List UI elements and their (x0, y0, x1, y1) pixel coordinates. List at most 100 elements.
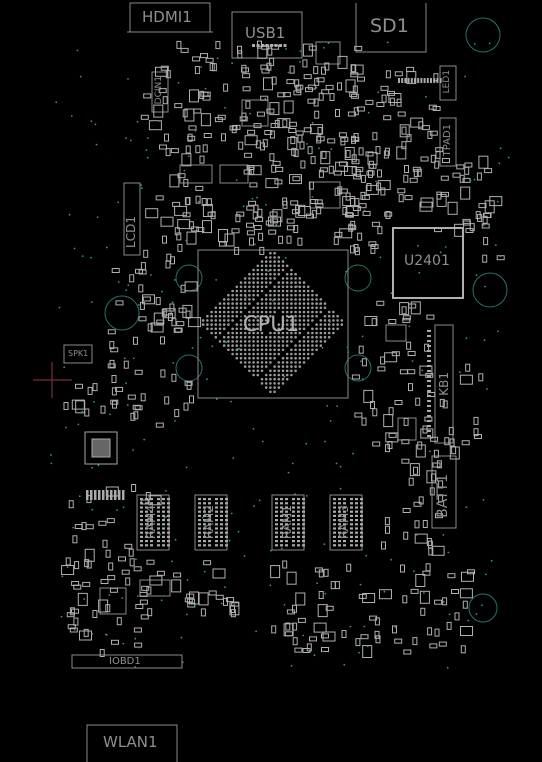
via (55, 101, 58, 104)
cpu-ball (294, 314, 297, 318)
passive-part (156, 570, 165, 576)
passive-part (339, 228, 353, 239)
cpu-corner-hole (344, 264, 372, 292)
dcin-label: DCIN1 (154, 76, 164, 105)
cpu-ball (252, 289, 255, 293)
passive-part (334, 231, 343, 237)
cpu-ball (302, 352, 306, 356)
passive-part (415, 574, 426, 587)
passive-part (309, 636, 317, 642)
cpu-ball (298, 302, 302, 305)
passive-part (249, 166, 255, 175)
pin (417, 78, 420, 83)
cpu-ball (269, 314, 272, 318)
passive-part (165, 70, 171, 79)
passive-part (142, 296, 151, 302)
passive-part (482, 254, 488, 263)
passive-part (323, 568, 329, 577)
ram-ball (350, 510, 353, 513)
passive-part (129, 558, 135, 567)
cpu-ball (210, 319, 213, 322)
via (83, 598, 86, 600)
passive-part (426, 538, 432, 546)
passive-part (464, 162, 473, 168)
cpu-ball (277, 268, 281, 272)
cpu-ball (327, 314, 331, 318)
ram-ball (162, 498, 165, 501)
passive-part (318, 569, 324, 578)
cpu-ball (323, 323, 327, 326)
passive-part (109, 359, 115, 368)
cpu-ball (269, 331, 272, 335)
kb-pin (427, 405, 431, 407)
cpu-ball (252, 306, 255, 310)
cpu-ball (222, 335, 226, 339)
via (186, 579, 189, 581)
passive-part (285, 622, 291, 631)
cpu-ball (281, 348, 285, 352)
passive-part (401, 141, 407, 150)
cpu-ball (285, 298, 289, 301)
via (97, 464, 100, 467)
ram-ball (302, 540, 305, 543)
ram-ball (285, 502, 288, 505)
via (125, 289, 128, 291)
passive-part (75, 400, 86, 414)
cpu-ball (227, 348, 230, 352)
cpu-ball (298, 352, 302, 356)
passive-part (123, 360, 129, 369)
ram-chip-outline (271, 494, 305, 551)
via (231, 62, 234, 65)
passive-part (170, 148, 179, 154)
cpu-ball (235, 293, 239, 297)
passive-part (419, 201, 433, 212)
cpu-ball (294, 327, 297, 331)
via (50, 454, 52, 456)
via (173, 279, 176, 281)
passive-part (321, 633, 329, 639)
via (220, 602, 223, 605)
ram-ball (208, 544, 211, 547)
ram-chip-outline (194, 494, 228, 551)
ram-ball (150, 544, 153, 547)
cpu-ball (306, 335, 310, 339)
passive-part (384, 352, 398, 363)
via (261, 440, 264, 443)
passive-part (277, 92, 286, 98)
cpu-ball (264, 361, 268, 364)
passive-part (350, 93, 359, 99)
ram-ball (343, 531, 346, 534)
passive-part (407, 369, 416, 375)
via (335, 462, 338, 465)
passive-part (430, 436, 439, 442)
via (411, 360, 414, 362)
passive-part (256, 111, 265, 117)
passive-part (177, 243, 183, 252)
ram-ball (292, 510, 295, 513)
cpu-ball (281, 382, 285, 385)
cpu-ball (273, 298, 276, 301)
passive-part (325, 84, 334, 90)
passive-part (69, 607, 75, 616)
cpu-ball (252, 365, 255, 368)
cpu-ball (294, 289, 297, 293)
cpu-ball (260, 344, 264, 347)
passive-part (184, 197, 190, 206)
ram-ball (297, 498, 300, 501)
passive-part (413, 169, 419, 178)
ram-ball (275, 519, 278, 522)
via (363, 625, 366, 628)
passive-part (459, 588, 473, 599)
passive-part (286, 218, 295, 224)
cpu-ball (239, 344, 243, 347)
ram-ball (162, 519, 165, 522)
via (204, 87, 207, 90)
cpu-ball (294, 365, 297, 368)
passive-part (415, 444, 426, 458)
cpu-ball (210, 323, 213, 326)
passive-part (249, 182, 258, 188)
passive-part (234, 246, 240, 255)
passive-part (206, 198, 212, 207)
cpu-ball (285, 352, 289, 356)
cpu-ball (302, 293, 306, 297)
